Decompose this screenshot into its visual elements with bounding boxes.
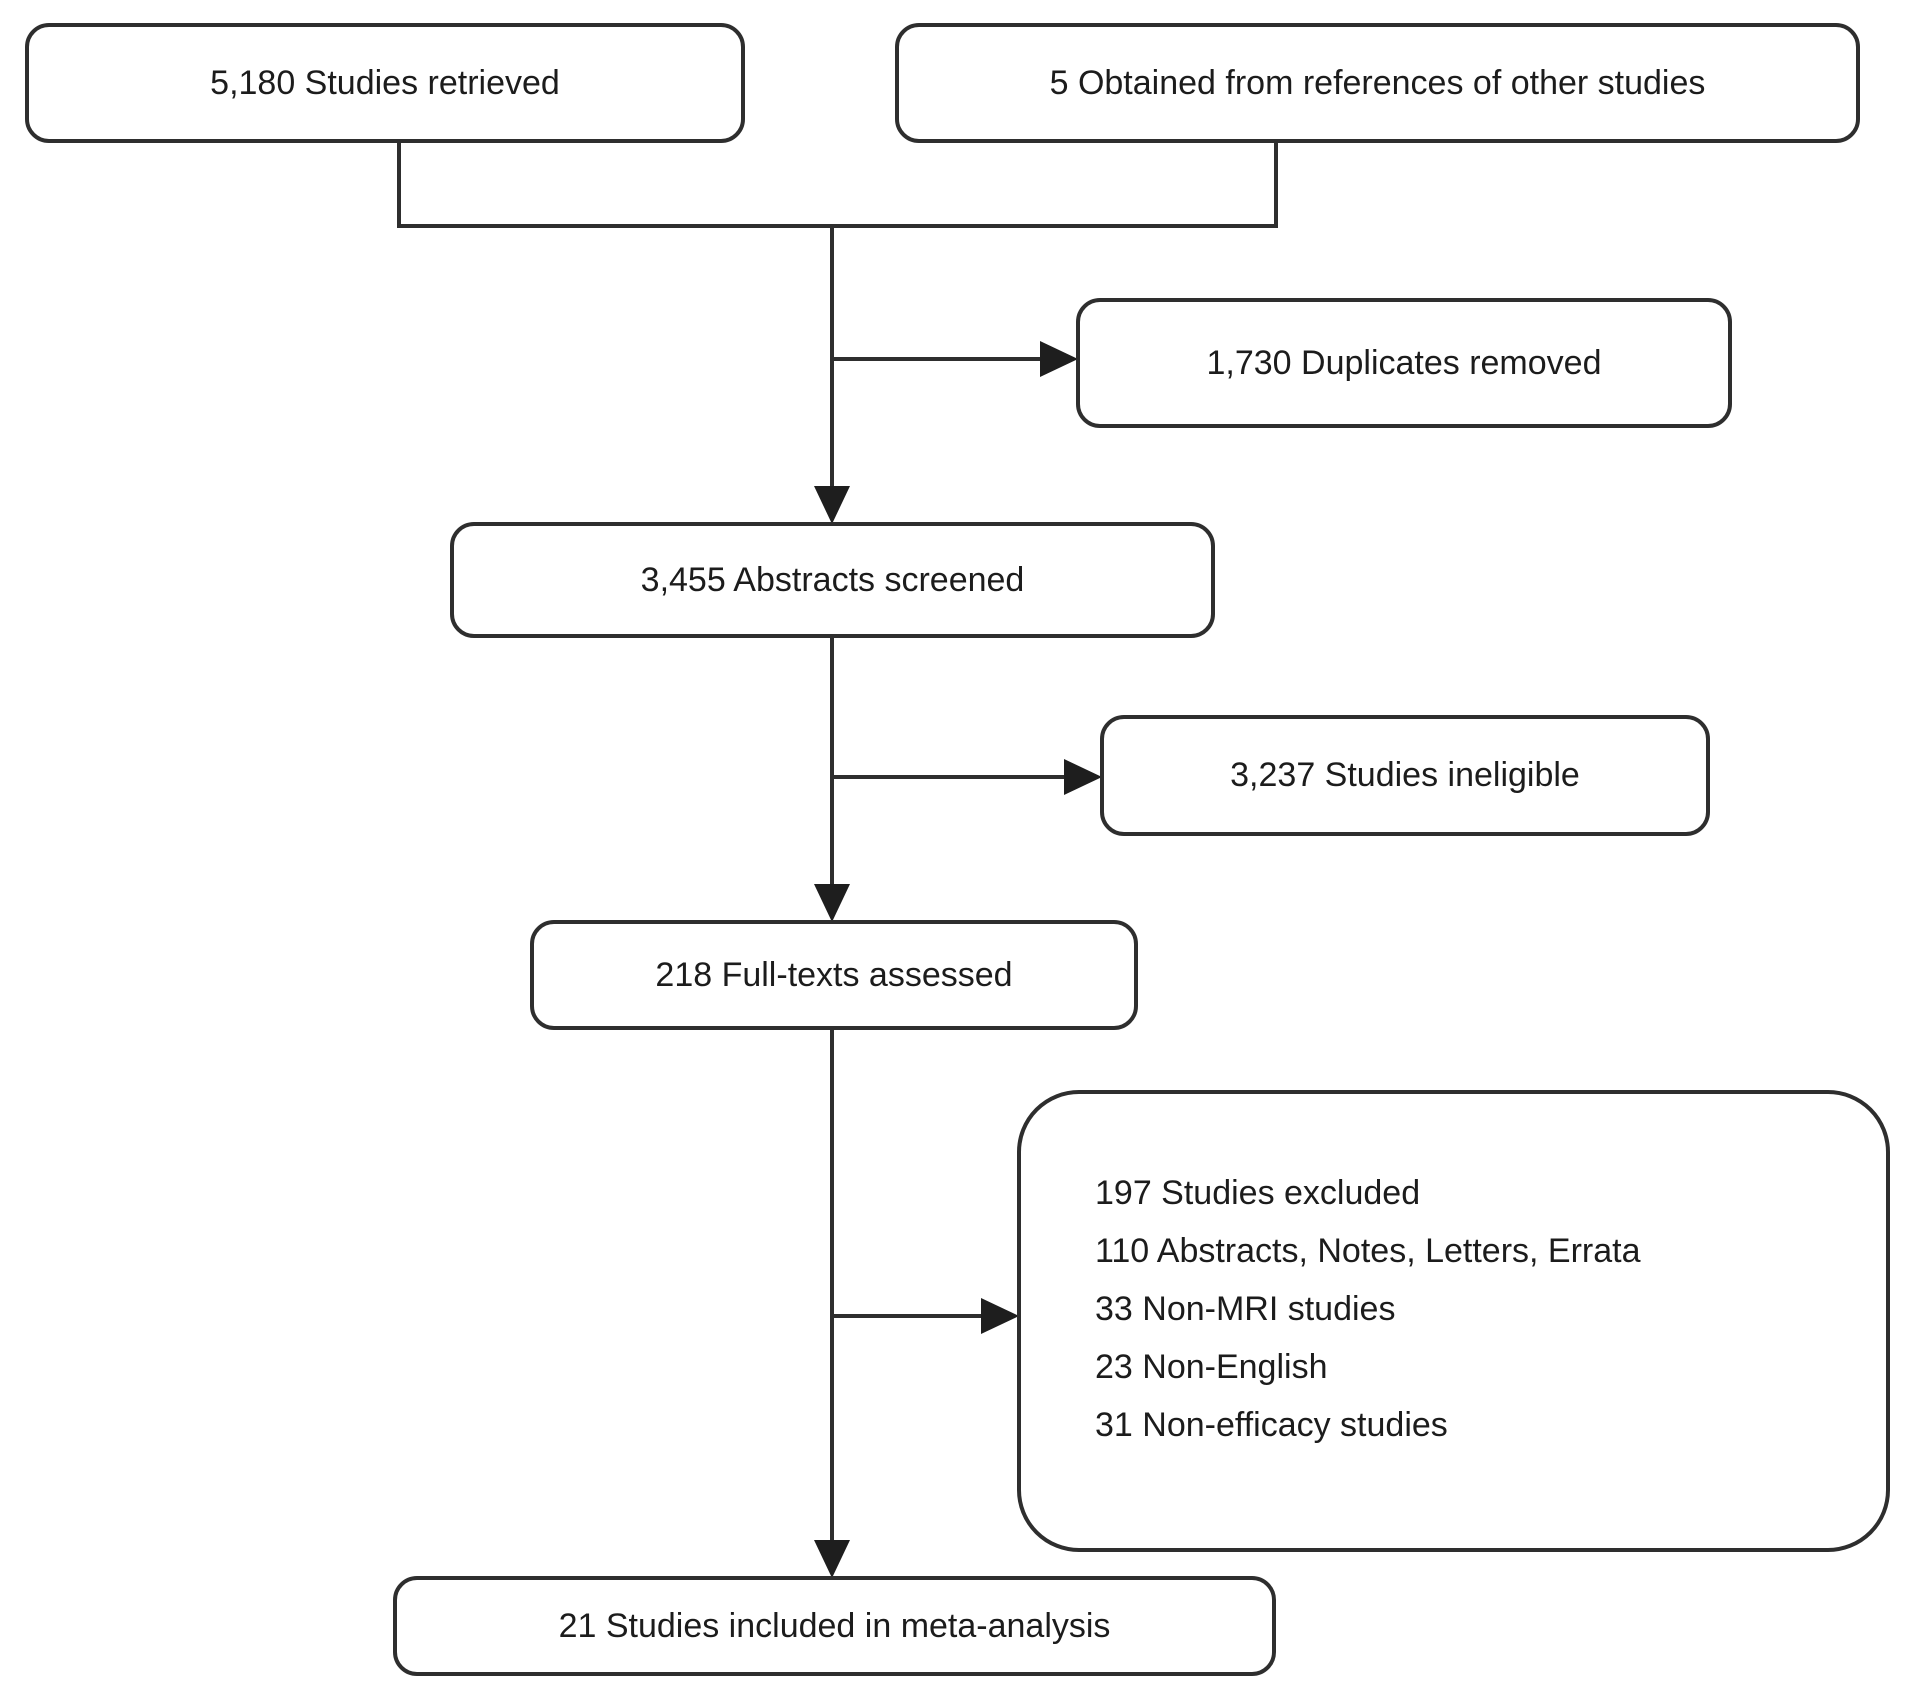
excluded-reason-line: 33 Non-MRI studies xyxy=(1095,1289,1396,1328)
node-label: 5 Obtained from references of other stud… xyxy=(1049,63,1706,102)
arrowhead-excluded xyxy=(981,1298,1019,1334)
node-label: 21 Studies included in meta-analysis xyxy=(558,1606,1111,1645)
node-label: 3,455 Abstracts screened xyxy=(640,560,1025,599)
excluded-reason-line: 23 Non-English xyxy=(1095,1347,1328,1386)
node-label: 1,730 Duplicates removed xyxy=(1206,343,1602,382)
node-studies-excluded: 197 Studies excluded 110 Abstracts, Note… xyxy=(1017,1090,1890,1552)
arrowhead-included xyxy=(814,1540,850,1578)
arrowhead-fulltexts xyxy=(814,884,850,922)
node-label: 5,180 Studies retrieved xyxy=(210,63,560,102)
node-studies-retrieved: 5,180 Studies retrieved xyxy=(25,23,745,143)
node-label: 218 Full-texts assessed xyxy=(655,955,1013,994)
node-reference-studies: 5 Obtained from references of other stud… xyxy=(895,23,1860,143)
node-duplicates-removed: 1,730 Duplicates removed xyxy=(1076,298,1732,428)
node-label: 3,237 Studies ineligible xyxy=(1230,756,1580,795)
arrowhead-duplicates xyxy=(1040,341,1078,377)
excluded-reason-line: 197 Studies excluded xyxy=(1095,1173,1421,1212)
arrowhead-ineligible xyxy=(1064,759,1102,795)
node-included-meta-analysis: 21 Studies included in meta-analysis xyxy=(393,1576,1276,1676)
node-abstracts-screened: 3,455 Abstracts screened xyxy=(450,522,1215,638)
excluded-reason-line: 110 Abstracts, Notes, Letters, Errata xyxy=(1095,1231,1641,1270)
excluded-reason-line: 31 Non-efficacy studies xyxy=(1095,1405,1448,1444)
node-studies-ineligible: 3,237 Studies ineligible xyxy=(1100,715,1710,836)
node-fulltexts-assessed: 218 Full-texts assessed xyxy=(530,920,1138,1030)
arrowhead-abstracts xyxy=(814,486,850,524)
